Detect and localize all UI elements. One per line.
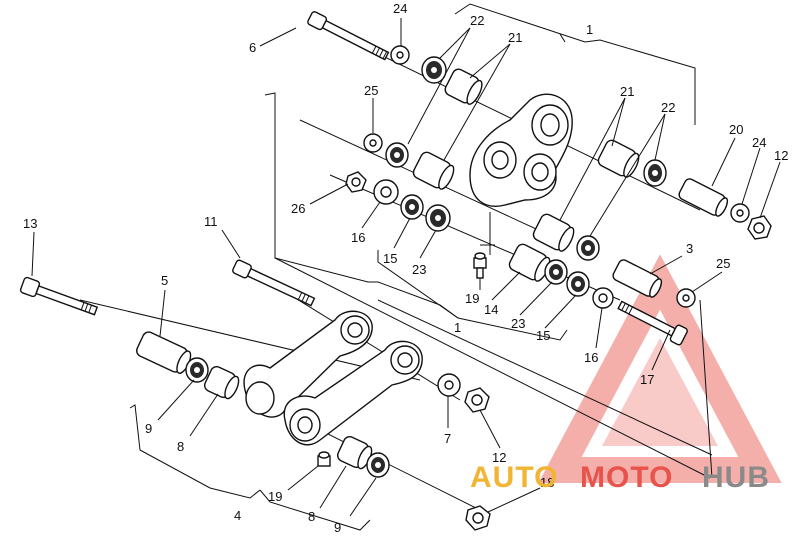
callout-17: 17	[640, 372, 654, 387]
callout-13: 13	[23, 216, 37, 231]
callout-16: 16	[584, 350, 598, 365]
bolt-13	[19, 276, 99, 316]
callout-1: 1	[586, 22, 593, 37]
seal-9-left	[185, 357, 209, 383]
nut-26	[345, 171, 367, 193]
callout-4: 4	[234, 508, 241, 523]
leader-lines	[31, 18, 781, 517]
bolt-11	[232, 259, 316, 307]
callout-19: 19	[268, 489, 282, 504]
callout-9: 9	[145, 421, 152, 436]
seal-15-left	[400, 194, 424, 220]
seal-9-bottom	[366, 452, 390, 478]
sleeve-8-left	[203, 365, 240, 400]
nut-12-bottom	[464, 387, 490, 413]
callout-19: 19	[465, 291, 479, 306]
sleeve-21-top	[444, 68, 483, 105]
callout-22: 22	[661, 100, 675, 115]
bolt-17	[617, 300, 688, 346]
link-rod-4	[243, 310, 423, 446]
washer-16-right	[592, 287, 614, 309]
rocker-arm-1	[469, 93, 573, 207]
callout-8: 8	[177, 439, 184, 454]
callout-7: 7	[444, 431, 451, 446]
callout-15: 15	[383, 251, 397, 266]
washer-16-left	[373, 179, 399, 205]
sleeve-3	[612, 259, 663, 298]
assembly-brackets	[129, 3, 713, 531]
callout-16: 16	[351, 230, 365, 245]
callout-23: 23	[412, 262, 426, 277]
nut-18	[465, 505, 491, 531]
callout-20: 20	[729, 122, 743, 137]
sleeve-20	[678, 178, 729, 217]
callout-12: 12	[774, 148, 788, 163]
bolt-6	[307, 11, 390, 61]
bearing-22-left	[385, 142, 409, 168]
callout-24: 24	[393, 1, 407, 16]
callout-5: 5	[161, 273, 168, 288]
watermark-logo	[538, 254, 782, 483]
callout-11: 11	[204, 214, 218, 229]
watermark-auto: AUTO	[470, 461, 558, 494]
callout-18: 18	[540, 475, 554, 490]
callout-22: 22	[470, 13, 484, 28]
callout-25: 25	[716, 256, 730, 271]
callout-24: 24	[752, 135, 766, 150]
callout-14: 14	[484, 302, 498, 317]
callout-15: 15	[536, 328, 550, 343]
callout-8: 8	[308, 509, 315, 524]
callout-1: 1	[454, 320, 461, 335]
callout-23: 23	[511, 316, 525, 331]
bearing-22-top	[421, 56, 447, 84]
sleeve-8-bottom	[336, 435, 373, 470]
seal-23-left	[425, 204, 451, 232]
sleeve-14	[508, 243, 551, 282]
sleeve-21-left	[412, 151, 455, 190]
washer-25-right	[676, 288, 696, 308]
seal-15-right	[566, 271, 590, 297]
sleeve-21-right	[597, 139, 640, 178]
washer-24-right	[730, 203, 750, 223]
callout-9: 9	[334, 520, 341, 535]
sleeve-21-lower	[532, 213, 575, 252]
callout-26: 26	[291, 201, 305, 216]
callout-21: 21	[508, 30, 522, 45]
watermark-hub: HUB	[702, 461, 770, 494]
seal-23-right	[544, 259, 568, 285]
nut-12-right	[747, 215, 772, 240]
callout-12: 12	[492, 450, 506, 465]
washer-7	[437, 373, 461, 397]
grease-nipple-19-top	[473, 252, 487, 279]
washer-25-left	[363, 133, 383, 153]
grease-nipple-19-bottom	[317, 451, 331, 467]
watermark-text: AUTO MOTO HUB	[470, 461, 770, 494]
bearing-22-right	[643, 159, 667, 187]
bearing-22-lower	[576, 235, 600, 261]
callout-6: 6	[249, 40, 256, 55]
callout-25: 25	[364, 83, 378, 98]
callout-3: 3	[686, 241, 693, 256]
callout-21: 21	[620, 84, 634, 99]
washer-24-top	[390, 45, 410, 65]
watermark-moto: MOTO	[580, 461, 673, 494]
callout-labels: 1 1 3 4 5 6 7 8 8 9 9 11 12 12 13 14 15 …	[23, 1, 788, 535]
sleeve-5	[136, 331, 192, 374]
